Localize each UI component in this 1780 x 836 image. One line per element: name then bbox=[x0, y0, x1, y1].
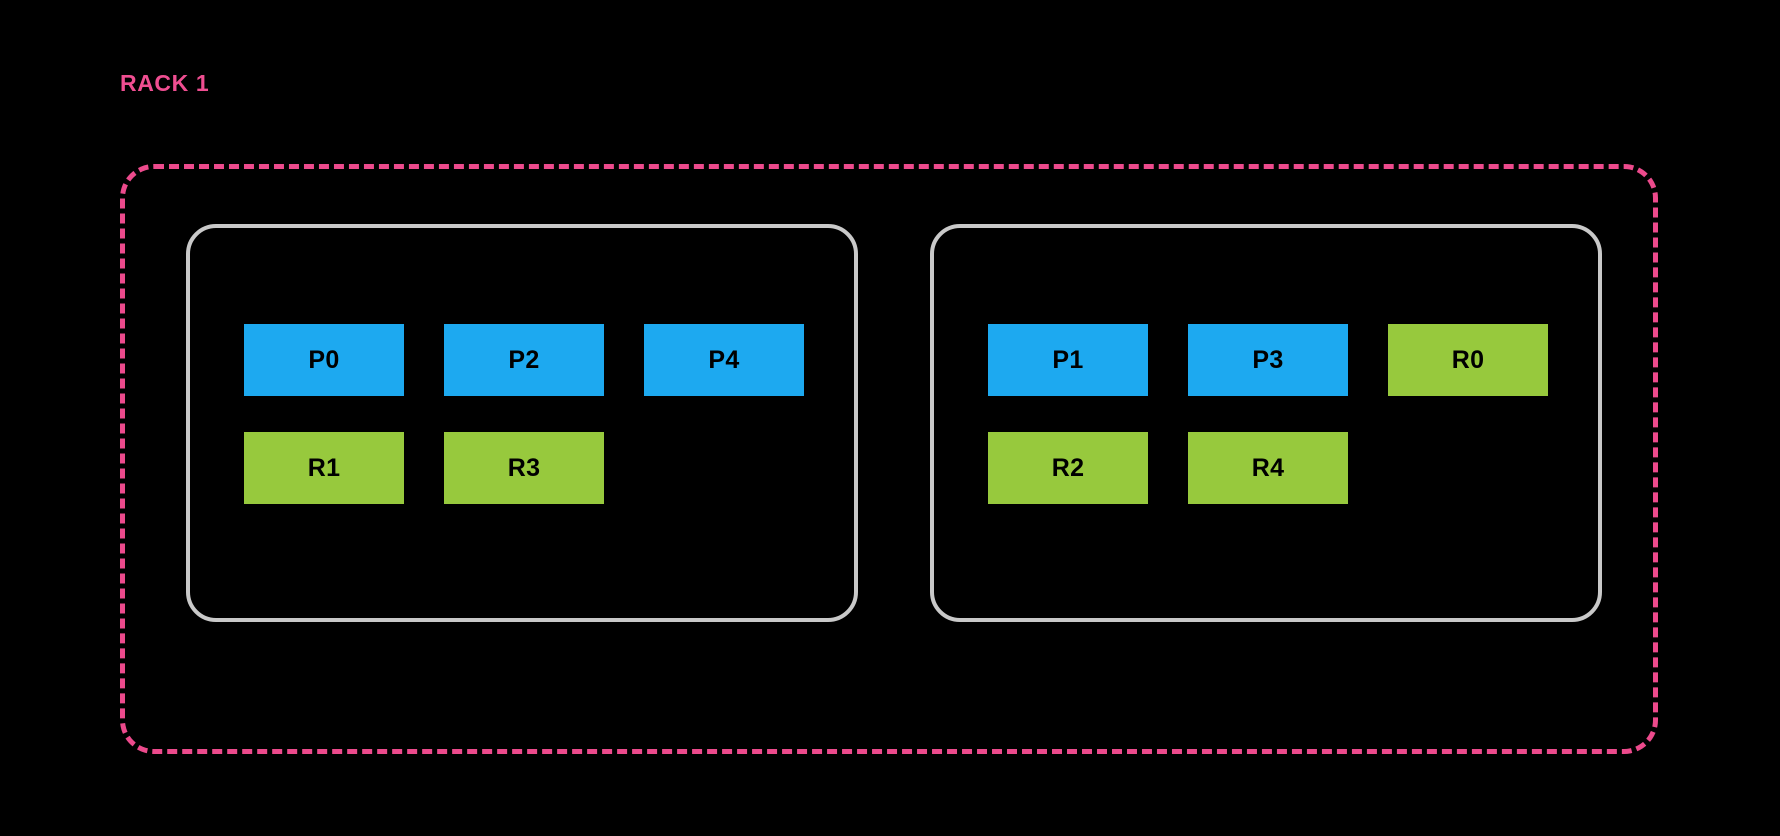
rack-boundary-dashed bbox=[120, 164, 1658, 754]
item-block-p3[interactable]: P3 bbox=[1188, 324, 1348, 396]
item-block-p0[interactable]: P0 bbox=[244, 324, 404, 396]
item-block-r2[interactable]: R2 bbox=[988, 432, 1148, 504]
item-slot-empty bbox=[644, 432, 804, 504]
rack-group-label: RACK 1 bbox=[120, 70, 210, 96]
item-slot-empty bbox=[1388, 432, 1548, 504]
item-block-r0[interactable]: R0 bbox=[1388, 324, 1548, 396]
item-block-r3[interactable]: R3 bbox=[444, 432, 604, 504]
item-block-p1[interactable]: P1 bbox=[988, 324, 1148, 396]
item-block-p2[interactable]: P2 bbox=[444, 324, 604, 396]
item-block-p4[interactable]: P4 bbox=[644, 324, 804, 396]
item-block-r4[interactable]: R4 bbox=[1188, 432, 1348, 504]
item-block-r1[interactable]: R1 bbox=[244, 432, 404, 504]
